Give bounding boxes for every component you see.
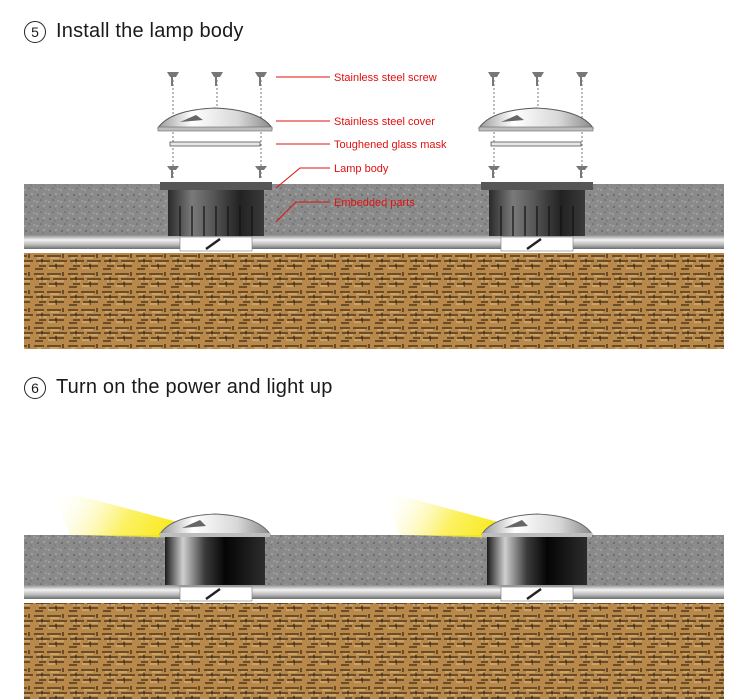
step-5-heading: 5 Install the lamp body xyxy=(24,20,244,43)
lamp-1-lit xyxy=(50,488,271,602)
label-embedded: Embedded parts xyxy=(334,197,415,209)
steel-cover xyxy=(478,107,594,132)
embedded-part xyxy=(500,236,574,252)
step-6-number: 6 xyxy=(24,376,46,399)
label-glass: Toughened glass mask xyxy=(334,139,447,151)
lamp-body xyxy=(481,182,593,236)
step-5-title: Install the lamp body xyxy=(56,20,244,42)
soil-layer xyxy=(24,253,724,349)
label-screw: Stainless steel screw xyxy=(334,72,437,84)
step-6-title: Turn on the power and light up xyxy=(56,376,333,398)
callouts: Stainless steel screw Stainless steel co… xyxy=(275,72,447,223)
lamp-body xyxy=(160,182,272,236)
concrete-layer xyxy=(24,535,724,585)
pipe-rail xyxy=(24,585,724,599)
lamp-1-exploded xyxy=(157,72,273,252)
concrete-layer xyxy=(24,184,724,235)
light-beam xyxy=(50,488,200,538)
glass-mask xyxy=(490,141,582,147)
screw-icon xyxy=(488,72,588,86)
screw-icon xyxy=(167,72,267,86)
lamp-2-lit xyxy=(380,490,593,602)
embedded-part xyxy=(179,236,253,252)
label-body: Lamp body xyxy=(334,163,389,175)
glass-mask xyxy=(169,141,261,147)
screw-icon xyxy=(488,166,588,178)
step-6-heading: 6 Turn on the power and light up xyxy=(24,376,333,399)
pipe-rail xyxy=(24,235,724,249)
screw-icon xyxy=(167,166,267,178)
section-2-ground xyxy=(24,535,724,699)
step-5-number: 5 xyxy=(24,20,46,43)
steel-cover xyxy=(157,107,273,132)
light-beam xyxy=(380,490,520,538)
lamp-2-exploded xyxy=(478,72,594,252)
label-cover: Stainless steel cover xyxy=(334,116,435,128)
soil-layer xyxy=(24,603,724,699)
